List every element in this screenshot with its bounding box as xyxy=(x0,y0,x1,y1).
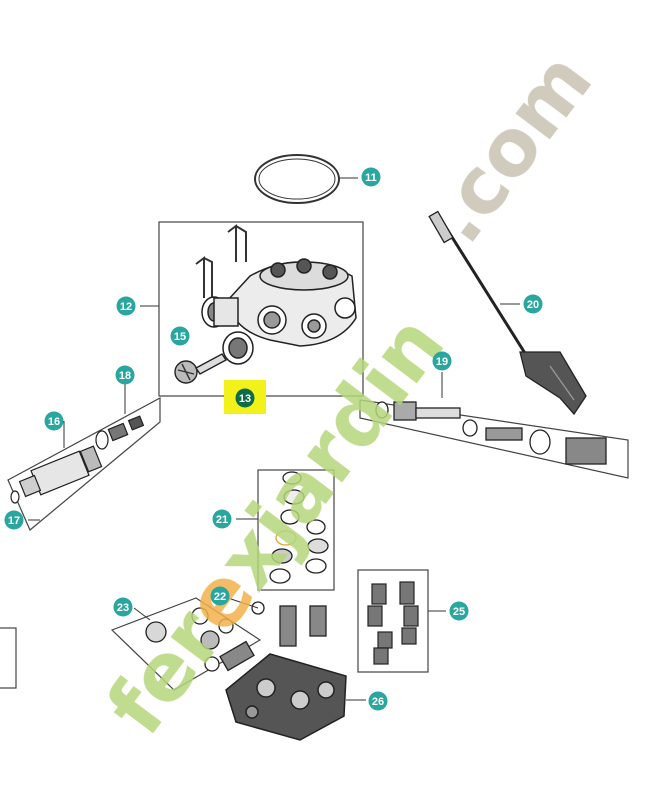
callout-20[interactable]: 20 xyxy=(523,294,543,314)
callout-25[interactable]: 25 xyxy=(449,601,469,621)
callout-label: 26 xyxy=(372,696,384,708)
o-ring-part xyxy=(254,154,340,204)
callout-label: 12 xyxy=(120,301,132,313)
callout-17[interactable]: 17 xyxy=(4,510,24,530)
unloader-valve-assembly xyxy=(7,396,161,531)
callout-label: 25 xyxy=(453,606,465,618)
callout-label: 21 xyxy=(216,514,228,526)
valve-row-outline xyxy=(359,399,629,479)
callout-22[interactable]: 22 xyxy=(210,586,230,606)
piston-seals-box xyxy=(110,597,262,691)
callout-label: 23 xyxy=(117,602,129,614)
callout-label: 16 xyxy=(48,416,60,428)
bolt-part xyxy=(174,353,228,384)
callout-label: 17 xyxy=(8,515,20,527)
callout-26[interactable]: 26 xyxy=(368,691,388,711)
valve-kit-box xyxy=(257,469,335,591)
callout-label: 13 xyxy=(239,393,251,405)
callout-label: 18 xyxy=(119,370,131,382)
callouts: 11 12 13 15 16 17 18 19 20 21 22 23 25 2… xyxy=(4,167,543,711)
callout-label: 15 xyxy=(174,331,186,343)
trigger-lever-part xyxy=(428,210,587,416)
callout-18[interactable]: 18 xyxy=(115,365,135,385)
callout-19[interactable]: 19 xyxy=(432,351,452,371)
callout-21[interactable]: 21 xyxy=(212,509,232,529)
callout-label: 11 xyxy=(365,172,377,184)
callout-15[interactable]: 15 xyxy=(170,326,190,346)
callout-label: 22 xyxy=(214,591,226,603)
callout-11[interactable]: 11 xyxy=(361,167,381,187)
callout-13[interactable]: 13 xyxy=(235,388,255,408)
callout-16[interactable]: 16 xyxy=(44,411,64,431)
callout-label: 19 xyxy=(436,356,448,368)
cylinder-head-part xyxy=(225,653,347,741)
check-valves-box xyxy=(357,569,429,673)
watermark: ferexjardin .com xyxy=(89,37,610,751)
callout-12[interactable]: 12 xyxy=(116,296,136,316)
callout-23[interactable]: 23 xyxy=(113,597,133,617)
callout-label: 20 xyxy=(527,299,539,311)
pump-head-housing xyxy=(201,258,357,365)
watermark-suffix: .com xyxy=(411,37,610,259)
